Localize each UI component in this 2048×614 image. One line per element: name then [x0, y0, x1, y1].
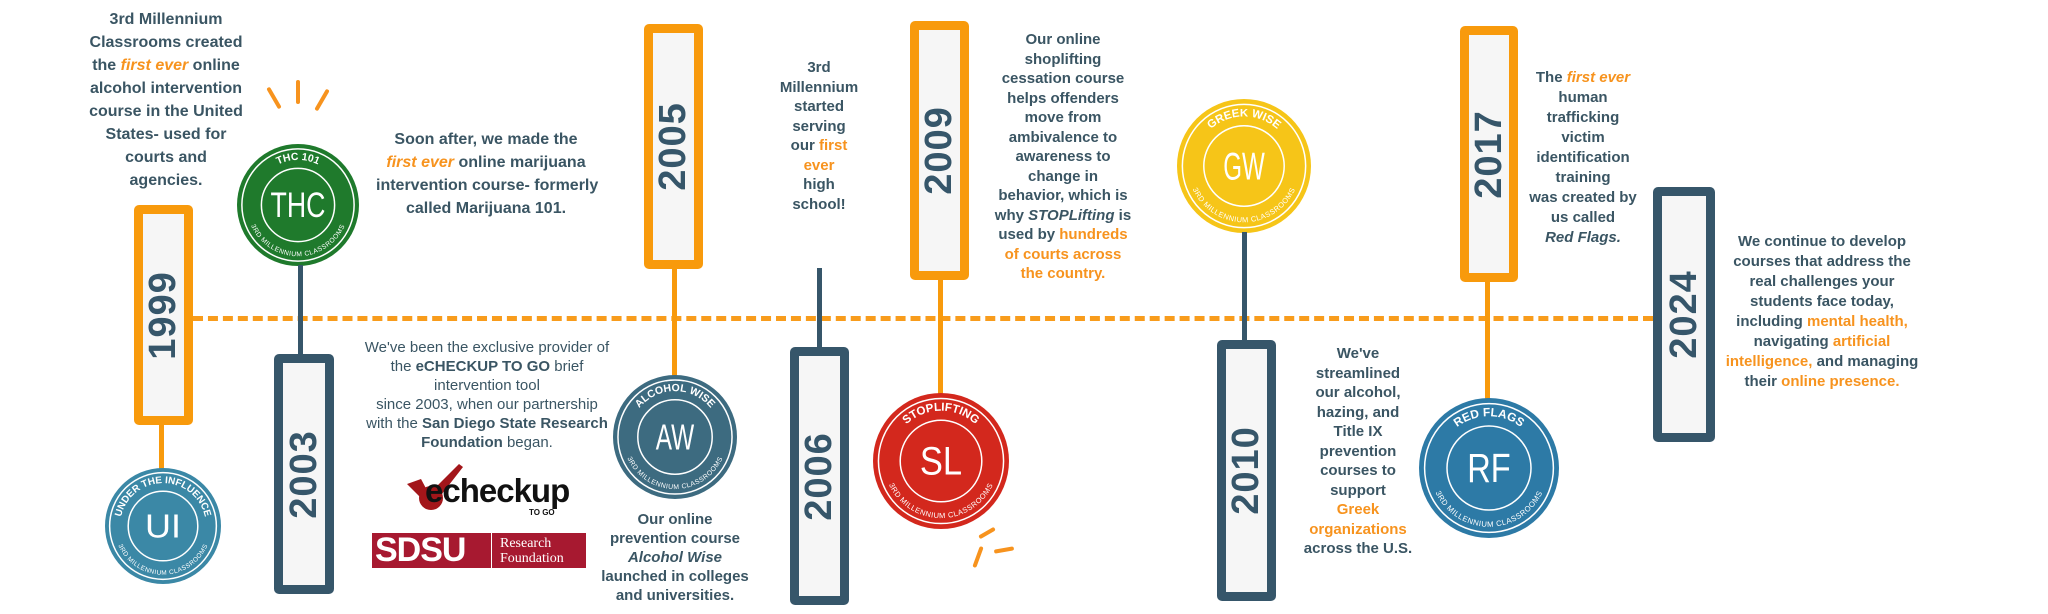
year-label: 2010 [1225, 426, 1268, 515]
echeckup-logo: echeckup TO GO [405, 462, 570, 518]
text-segment: Our online prevention course [609, 511, 741, 547]
connector-1999 [159, 424, 164, 472]
spark-icon [266, 86, 282, 110]
year-label: 2017 [1467, 109, 1510, 199]
badge-initials: RF [1467, 445, 1510, 491]
text-segment: The [1535, 69, 1567, 86]
timeline-dashed-line [193, 316, 1653, 321]
spark-icon [314, 88, 330, 112]
badge-greek-wise: GREEK WISE 3RD MILLENNIUM CLASSROOMS GW [1177, 99, 1311, 233]
highlight-text: mental health, [1806, 313, 1908, 330]
svg-text:THC 101: THC 101 [275, 152, 321, 168]
highlight-text: first ever [1566, 69, 1631, 86]
spark-icon [972, 545, 984, 569]
badge-red-flags: RED FLAGS 3RD MILLENNIUM CLASSROOMS RF [1419, 398, 1559, 538]
badge-initials: GW [1223, 145, 1265, 188]
text-segment: Our online shoplifting cessation course … [994, 31, 1128, 224]
text-segment: across the U.S. [1303, 540, 1413, 557]
text-segment: 3rd Millennium Classrooms created the [89, 11, 243, 74]
year-label: 2009 [918, 106, 961, 195]
year-box-1999: 1999 [134, 205, 193, 425]
badge-title: THC 101 [275, 152, 321, 168]
badge-under-the-influence: UNDER THE INFLUENCE 3RD MILLENNIUM CLASS… [105, 468, 221, 584]
event-2024-text: We continue to develop courses that addr… [1722, 232, 1922, 392]
event-2005-text: Our online prevention course Alcohol Wis… [595, 510, 755, 605]
year-label: 2024 [1662, 270, 1705, 359]
text-segment: online alcohol intervention course in th… [89, 57, 243, 189]
badge-initials: AW [656, 416, 694, 457]
text-segment: San Diego State Research Foundation [421, 415, 608, 451]
highlight-text: artificial intelligence, [1725, 333, 1891, 370]
text-segment: We've streamlined our alcohol, hazing, a… [1315, 345, 1401, 499]
highlight-text: first ever [803, 137, 848, 174]
badge-initials: UI [145, 509, 181, 546]
event-1999-text: 3rd Millennium Classrooms created the fi… [76, 8, 256, 192]
year-box-2003: 2003 [274, 354, 334, 594]
year-box-2024: 2024 [1653, 187, 1715, 442]
text-segment: 3rd Millennium started serving our [779, 59, 859, 154]
year-label: 1999 [142, 270, 185, 360]
text-segment: We continue to develop courses that addr… [1733, 233, 1911, 330]
text-segment: is used by [998, 206, 1132, 244]
highlight-text: online presence. [1781, 373, 1900, 390]
year-box-2017: 2017 [1460, 26, 1518, 282]
text-segment: We've been the exclusive provider of the [364, 339, 610, 375]
echeckup-subtitle: TO GO [529, 508, 555, 517]
badge-stoplifting: STOPLIFTING 3RD MILLENNIUM CLASSROOMS SL [873, 393, 1009, 529]
event-2006-text: 3rd Millennium started serving our first… [769, 58, 869, 214]
sdsu-research-foundation-logo: SDSU Research Foundation [372, 533, 586, 568]
event-2010-text: We've streamlined our alcohol, hazing, a… [1296, 344, 1420, 559]
partner-text: We've been the exclusive provider of the… [352, 338, 622, 452]
event-2009-text: Our online shoplifting cessation course … [978, 30, 1148, 284]
text-segment: and managing their [1744, 353, 1919, 390]
year-label: 2006 [798, 431, 841, 521]
connector-2009 [938, 279, 943, 395]
event-2003-text: Soon after, we made the first ever onlin… [376, 128, 599, 220]
checkmark-icon [407, 464, 463, 510]
year-box-2005: 2005 [644, 24, 703, 269]
connector-2003 [298, 265, 303, 355]
connector-2010 [1242, 232, 1247, 342]
connector-2017 [1485, 281, 1490, 399]
sdsu-wordmark: SDSU [372, 533, 492, 568]
text-segment: navigating [1753, 333, 1829, 350]
text-segment: Red Flags. [1545, 229, 1621, 246]
text-segment: high school! [792, 176, 846, 213]
echeckup-wordmark: echeckup [425, 472, 570, 509]
badge-initials: SL [920, 440, 962, 484]
text-segment: online marijuana intervention course- fo… [376, 154, 599, 217]
research-foundation-wordmark: Research Foundation [500, 535, 564, 566]
badge-alcohol-wise: ALCOHOL WISE 3RD MILLENNIUM CLASSROOMS A… [613, 375, 737, 499]
text-segment: eCHECKUP TO GO [415, 358, 551, 375]
highlight-text: first ever [386, 154, 454, 171]
text-segment: STOPLifting [1028, 206, 1115, 224]
event-2017-text: The first ever human trafficking victim … [1522, 68, 1644, 248]
year-label: 2003 [282, 429, 325, 519]
spark-icon [296, 80, 300, 104]
text-segment: human trafficking victim identification … [1529, 89, 1637, 226]
year-box-2006: 2006 [790, 347, 849, 605]
text-segment: Soon after, we made the [394, 131, 578, 148]
badge-thc-101: THC 101 3RD MILLENNIUM CLASSROOMS THC [237, 144, 359, 266]
text-segment: brief intervention tool since 2003, when… [366, 358, 598, 432]
highlight-text: hundreds of courts across the country. [1004, 226, 1128, 282]
badge-initials: THC [271, 186, 326, 225]
text-segment: launched in colleges and universities. [601, 568, 749, 604]
year-box-2010: 2010 [1217, 340, 1276, 601]
connector-2005 [672, 268, 677, 378]
year-box-2009: 2009 [910, 21, 969, 280]
text-segment: Alcohol Wise [627, 549, 723, 566]
year-label: 2005 [652, 102, 695, 191]
highlight-text: Greek organizations [1309, 501, 1407, 538]
highlight-text: first ever [120, 57, 189, 74]
spark-icon [993, 546, 1015, 554]
connector-2006 [817, 268, 822, 348]
text-segment: began. [502, 434, 553, 451]
